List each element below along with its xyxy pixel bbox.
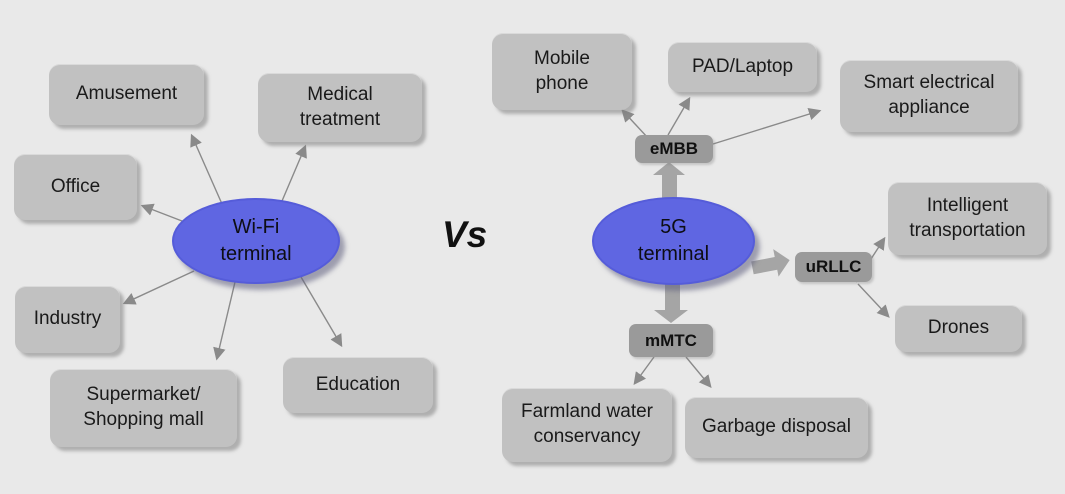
node-medical-treatment: Medical treatment	[258, 73, 422, 142]
arrow-wifi-to-office	[140, 203, 183, 222]
node-industry: Industry	[15, 286, 120, 353]
node-farmland-water-conservancy: Farmland water conservancy	[502, 388, 672, 462]
node-amusement: Amusement	[49, 64, 204, 125]
tag-embb: eMBB	[635, 135, 713, 163]
vs-label: Vs	[442, 214, 488, 255]
node-smart-electrical-appliance: Smart electrical appliance	[840, 60, 1018, 132]
node-office: Office	[14, 154, 137, 220]
arrow-wifi-to-supermarket	[213, 281, 236, 361]
tag-mmtc: mMTC	[629, 324, 713, 357]
arrow-wifi-to-education	[300, 276, 343, 348]
block-arrow-5g-to-embb	[653, 162, 685, 202]
tag-urllc: uRLLC	[795, 252, 872, 282]
arrow-mmtc-to-farmland	[633, 356, 655, 386]
hub-wifi-terminal: Wi-Fi terminal	[172, 198, 340, 284]
arrow-mmtc-to-garbage	[685, 356, 712, 388]
node-supermarket-shopping-mall: Supermarket/ Shopping mall	[50, 369, 237, 447]
arrow-wifi-to-amusement	[190, 133, 223, 205]
arrow-wifi-to-industry	[122, 270, 195, 305]
arrow-embb-to-smart-appliance	[712, 107, 822, 145]
block-arrow-5g-to-mmtc	[654, 283, 688, 323]
node-education: Education	[283, 357, 433, 413]
block-arrow-5g-to-urllc	[751, 249, 790, 277]
node-mobile-phone: Mobile phone	[492, 33, 632, 110]
node-intelligent-transportation: Intelligent transportation	[888, 182, 1047, 255]
node-drones: Drones	[895, 305, 1022, 352]
node-pad-laptop: PAD/Laptop	[668, 42, 817, 92]
node-garbage-disposal: Garbage disposal	[685, 397, 868, 458]
arrow-embb-to-mobile-phone	[621, 109, 649, 139]
arrow-urllc-to-drones	[857, 283, 890, 318]
hub-5g-terminal: 5G terminal	[592, 197, 755, 285]
arrow-wifi-to-medical-treatment	[281, 144, 307, 202]
arrow-embb-to-pad-laptop	[667, 96, 691, 136]
